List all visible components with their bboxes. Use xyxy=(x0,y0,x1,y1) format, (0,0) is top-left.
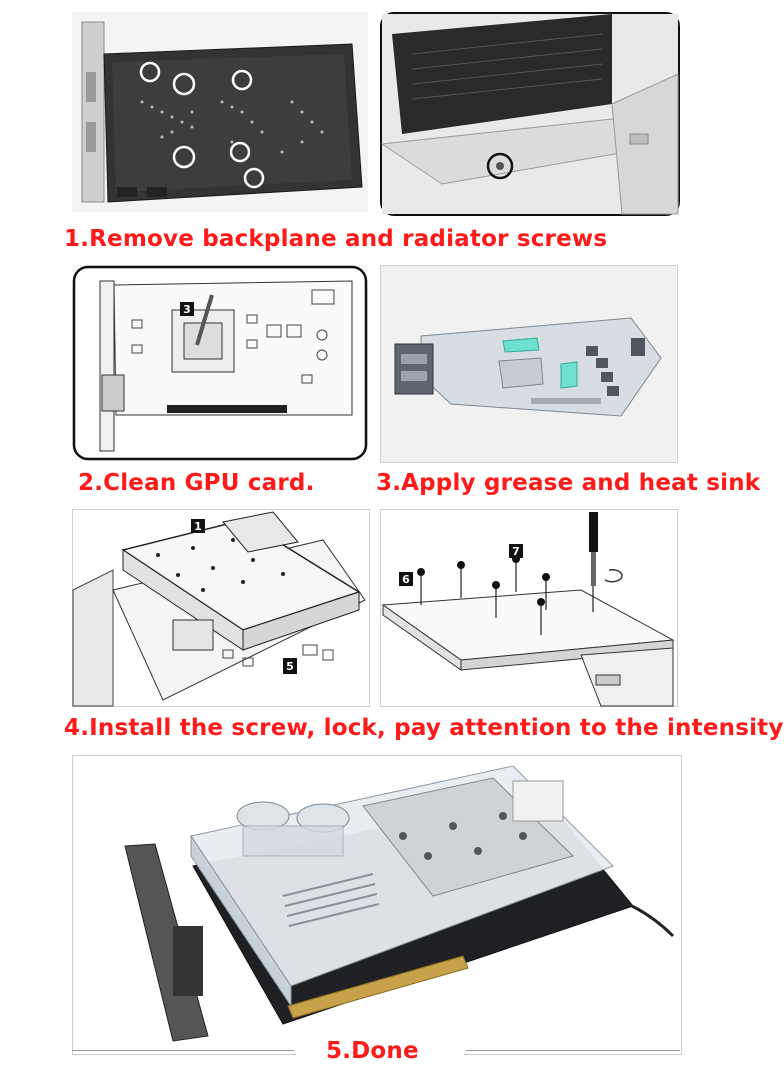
radiator-screw-closeup xyxy=(380,12,680,216)
step-4-caption: 4.Install the screw, lock, pay attention… xyxy=(64,715,784,741)
pcb-illustration: 3 xyxy=(72,265,368,461)
step-2-caption: 2.Clean GPU card. xyxy=(78,470,315,496)
screwdriver-illustration: 6 7 xyxy=(381,510,677,707)
step-4-callout-1: 1 xyxy=(194,520,202,533)
install-block-illustration: 1 5 xyxy=(72,510,369,707)
step-4-callout-6: 6 xyxy=(402,573,410,586)
step-1-caption: 1.Remove backplane and radiator screws xyxy=(64,226,608,252)
step-4-callout-7: 7 xyxy=(512,545,520,558)
done-left-line xyxy=(72,1050,294,1051)
step-2-marker: 3 xyxy=(183,303,191,316)
gpu-card-drawing: 3 xyxy=(72,265,368,461)
install-block-drawing: 1 5 xyxy=(72,509,370,707)
radiator-illustration xyxy=(380,14,679,215)
step-3-caption: 3.Apply grease and heat sink xyxy=(376,470,761,496)
backplane-illustration xyxy=(72,12,368,212)
water-block-illustration xyxy=(73,756,681,1054)
screw-tightening-drawing: 6 7 xyxy=(380,509,678,707)
done-right-line xyxy=(466,1050,680,1051)
thermal-pad-illustration xyxy=(381,266,677,462)
heat-sink-pads-image xyxy=(380,265,678,463)
finished-water-block-image xyxy=(72,755,682,1055)
step-5-caption: 5.Done xyxy=(326,1038,419,1064)
done-label-background xyxy=(296,1034,464,1068)
step-4-callout-5: 5 xyxy=(286,660,294,673)
backplane-screws-image xyxy=(72,12,368,212)
